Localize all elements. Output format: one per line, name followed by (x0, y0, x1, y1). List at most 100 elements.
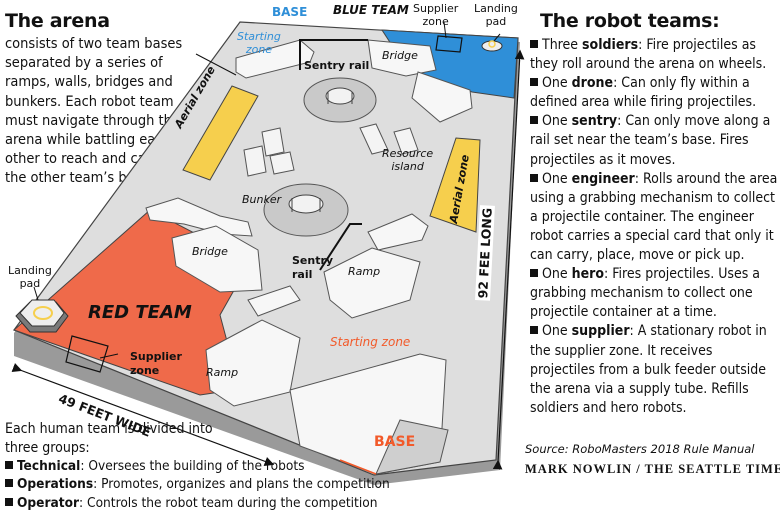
landing-pad-left (15, 299, 69, 333)
label-ramp-mid: Ramp (348, 265, 381, 278)
aerial-zone-right (429, 137, 481, 233)
group-key: Technical (17, 458, 81, 474)
arena-title: The arena (5, 10, 110, 32)
source-note: Source: RoboMasters 2018 Rule Manual (525, 441, 755, 456)
label-supplier-zone-top-line2: zone (422, 15, 449, 28)
robot-item-key: soldiers (582, 37, 639, 53)
label-starting-zone-top-line1: Starting (237, 30, 281, 43)
robot-item-prefix: One (542, 266, 572, 283)
robot-item-sentry: One sentry: Can only move along a rail s… (530, 112, 778, 169)
label-bridge-top: Bridge (382, 49, 418, 62)
label-landing-pad-top-line2: pad (485, 15, 507, 28)
ramp-mid (323, 247, 421, 319)
robot-item-hero: One hero: Fires projectiles. Uses a grab… (530, 265, 778, 322)
label-starting-zone-top: Starting zone (237, 30, 281, 56)
red-base-wall (247, 285, 301, 317)
robot-item-key: supplier (571, 323, 630, 340)
human-team-groups: Technical: Oversees the building of the … (5, 457, 520, 512)
label-supplier-zone-top-line1: Supplier (413, 2, 459, 15)
robot-item-soldiers: Three soldiers: Fire projectiles as they… (530, 36, 778, 74)
label-supplier-zone-bottom: Supplier zone (130, 350, 182, 378)
wall-right-mid (367, 213, 429, 251)
wall-left-mid (145, 197, 253, 237)
robot-item-prefix: One (542, 323, 572, 340)
label-ramp-bottom: Ramp (206, 366, 239, 379)
group-key: Operations (17, 476, 94, 493)
robot-teams-list: Three soldiers: Fire projectiles as they… (530, 36, 778, 418)
ramp-top-right (411, 71, 473, 123)
group-text: : Controls the robot team during the com… (79, 494, 378, 511)
label-sentry-rail-mid: Sentry rail (292, 254, 333, 282)
bullet-icon (530, 78, 538, 87)
robot-item-key: engineer (571, 170, 635, 187)
robot-item-text: : Fire projectiles as they roll around t… (530, 37, 767, 73)
robot-item-supplier: One supplier: A stationary robot in the … (530, 322, 778, 417)
label-landing-pad-left: Landing pad (8, 264, 52, 290)
robot-item-key: hero (571, 266, 605, 283)
robot-item-text: : Fires projectiles. Uses a grabbing mec… (530, 266, 761, 321)
label-blue-team: BLUE TEAM (333, 3, 409, 17)
bullet-icon (530, 173, 538, 182)
label-resource-island-line2: island (391, 160, 424, 173)
group-item-operations: Operations: Promotes, organizes and plan… (5, 475, 520, 493)
bullet-icon (5, 497, 13, 506)
robot-item-text: : Can only fly within a defined area whi… (530, 75, 757, 111)
sentry-rail-top (299, 39, 368, 70)
robot-item-key: drone (571, 75, 614, 92)
bullet-icon (5, 479, 13, 488)
label-supplier-zone-top: Supplier zone (413, 2, 458, 28)
label-supplier-zone-bottom-line1: Supplier (130, 350, 182, 363)
bullet-icon (530, 269, 538, 278)
group-key: Operator (17, 494, 80, 511)
group-item-technical: Technical: Oversees the building of the … (5, 457, 520, 475)
central-dome-top (303, 77, 377, 123)
label-starting-zone-bottom: Starting zone (330, 335, 411, 349)
label-starting-zone-top-line2: zone (245, 43, 273, 56)
arena-description-block: The arena consists of two team bases sep… (5, 10, 225, 189)
label-base-top: BASE (272, 5, 308, 19)
bullet-icon (5, 461, 13, 469)
aerial-zone-left (182, 85, 259, 181)
group-text: : Promotes, organizes and plans the comp… (93, 476, 390, 493)
credit-line: MARK NOWLIN / THE SEATTLE TIMES (525, 461, 780, 476)
sentry-rail-mid (319, 223, 362, 271)
robot-teams-block: The robot teams: Three soldiers: Fire pr… (525, 10, 780, 477)
robot-item-text: : Can only move along a rail set near th… (530, 113, 771, 168)
group-item-operator: Operator: Controls the robot team during… (5, 494, 520, 512)
robot-item-engineer: One engineer: Rolls around the area usin… (530, 170, 778, 265)
robot-item-drone: One drone: Can only fly within a defined… (530, 74, 778, 112)
length-dimension-arrow (492, 49, 525, 470)
human-team-block: Each human team is divided into three gr… (5, 420, 520, 512)
robot-item-prefix: One (542, 75, 572, 92)
robot-item-text: : Rolls around the area using a grabbing… (530, 170, 778, 264)
label-sentry-rail-mid-line2: rail (292, 268, 313, 281)
label-landing-pad-left-line1: Landing (8, 264, 52, 277)
robot-item-text: : A stationary robot in the supplier zon… (530, 323, 767, 416)
bullet-icon (530, 116, 538, 125)
bridge-left (171, 225, 263, 293)
human-team-intro: Each human team is divided into three gr… (5, 421, 213, 456)
bullet-icon (530, 326, 538, 335)
label-base-bottom: BASE (374, 434, 416, 450)
robot-item-prefix: Three (542, 37, 583, 53)
bunker-blocks-left (243, 127, 295, 177)
bunker-dome (263, 183, 349, 237)
label-sentry-rail-top: Sentry rail (304, 59, 370, 72)
robot-item-key: sentry (571, 113, 618, 130)
label-supplier-zone-bottom-line2: zone (130, 364, 160, 377)
width-dimension-arrow (11, 362, 275, 466)
label-landing-pad-top-line1: Landing (474, 2, 518, 15)
label-bunker: Bunker (242, 193, 282, 206)
group-text: : Oversees the building of the robots (80, 458, 305, 474)
landing-pad-top (481, 40, 503, 52)
resource-island-blocks (359, 123, 419, 155)
robot-item-prefix: One (542, 170, 572, 187)
robot-item-prefix: One (542, 113, 572, 130)
robot-teams-title: The robot teams: (540, 10, 720, 32)
label-red-team: RED TEAM (88, 302, 192, 323)
label-bridge-left: Bridge (192, 245, 228, 258)
label-landing-pad-left-line2: pad (19, 277, 41, 290)
supplier-zone-top (435, 35, 463, 53)
bullet-icon (530, 40, 538, 48)
